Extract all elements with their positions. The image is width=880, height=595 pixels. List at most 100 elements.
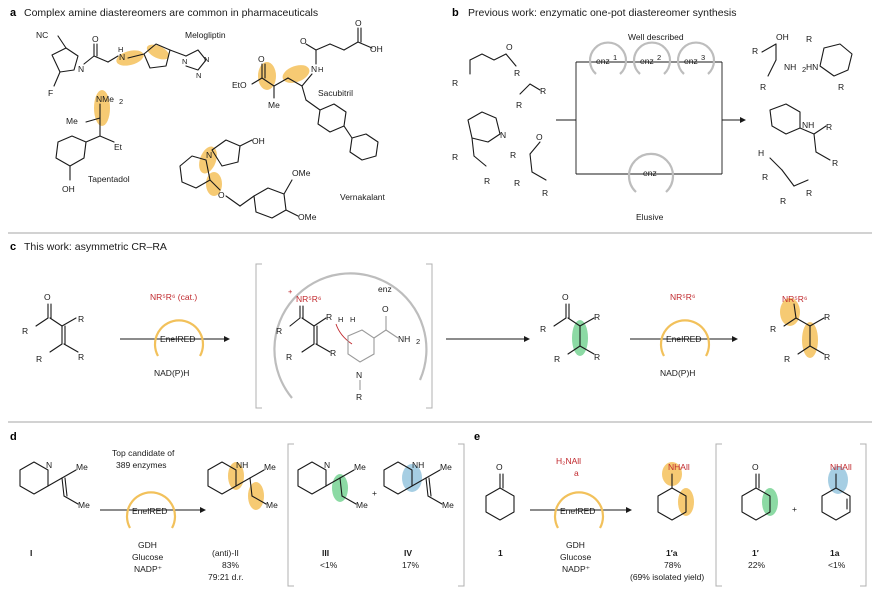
e-bracket-right: [860, 443, 867, 587]
b-arrowhead: [740, 117, 746, 123]
panel-d: d N Me Me I Top candidate of 389 enzymes…: [10, 431, 465, 587]
d-III-label: III: [322, 548, 329, 558]
ethoxy-label: EtO: [232, 80, 247, 90]
c-amide-nh2: NH: [398, 334, 410, 344]
e-amine: H₂NAll: [556, 456, 581, 466]
c-sub-r4: R: [36, 354, 42, 364]
amide-n-label: N: [311, 64, 317, 74]
c-sub-r3: R: [78, 352, 84, 362]
c-amide-nh2-sub: 2: [416, 337, 420, 346]
c-intermediate: enz + NR⁵R⁶ R R R R H H O NH: [273, 272, 428, 402]
d-II-me2: Me: [266, 500, 278, 510]
d-eneired[interactable]: EneIRED: [125, 491, 177, 529]
d-III-ring: [297, 461, 327, 495]
phenol-oh-label: OH: [62, 184, 75, 194]
e-arrowhead: [626, 507, 632, 513]
bp-r6: R: [832, 158, 838, 168]
c-ketone-o: O: [562, 292, 569, 302]
e-cond-gdh: GDH: [566, 540, 585, 550]
e-compound-1: O 1: [485, 462, 515, 558]
bp-r9: R: [780, 196, 786, 206]
b-r7: R: [510, 150, 516, 160]
c-arrowhead-2: [524, 336, 530, 342]
bp-r3: R: [752, 46, 758, 56]
amide-h-label: H: [318, 65, 323, 74]
melogliptin-highlight-2: [146, 44, 170, 60]
d-III-me1: Me: [354, 462, 366, 472]
c-nicotinamide-r: R: [356, 392, 362, 402]
e-eneired-label: EneIRED: [560, 506, 595, 516]
d-II-yield: 83%: [222, 560, 239, 570]
b-r4: R: [516, 100, 522, 110]
d-II-dr: 79:21 d.r.: [208, 572, 243, 582]
c-nicotinamide-n: N: [356, 370, 362, 380]
d-I-label: I: [30, 548, 32, 558]
e-1a-note: (69% isolated yield): [630, 572, 704, 582]
enzyme-elusive[interactable]: enz: [627, 152, 675, 193]
bp-piperidine-1: [819, 43, 853, 77]
triazole-n2: N: [204, 55, 209, 64]
panel-b: b Previous work: enzymatic one-pot diast…: [452, 7, 853, 222]
ome-label-1: OMe: [292, 168, 311, 178]
panel-a-title: Complex amine diastereomers are common i…: [24, 7, 318, 19]
e-1-ring: [485, 487, 515, 521]
b-r1: R: [514, 68, 520, 78]
c-eneired-2[interactable]: EneIRED: [659, 319, 711, 357]
d-arrowhead: [200, 507, 206, 513]
bp-h2n: H: [758, 148, 764, 158]
b-r5: R: [452, 152, 458, 162]
well-described-label: Well described: [628, 32, 684, 42]
bp-hn: HN: [806, 62, 818, 72]
bp-nh: NH: [802, 120, 814, 130]
c-bracket-right: [426, 263, 433, 409]
melogliptin-structure: NC F N O H N N N N Melogliptin: [36, 30, 226, 98]
panel-a: a Complex amine diastereomers are common…: [10, 7, 386, 222]
enz3-label: enz: [684, 56, 698, 66]
d-I-me2: Me: [78, 500, 90, 510]
bp-r8: R: [806, 188, 812, 198]
tapentadol-me-label: Me: [66, 116, 78, 126]
sacubitril-structure: EtO O Me N H O O OH: [232, 18, 383, 161]
d-compound-I: N Me Me I: [19, 460, 90, 558]
enz1-sup: 1: [613, 53, 617, 62]
h-label: H: [118, 45, 123, 54]
e-1a-blue-highlight: [828, 466, 848, 494]
biphenyl-ring-1: [317, 103, 347, 133]
c-cofactor-2: NAD(P)H: [660, 368, 695, 378]
d-bracket-right: [458, 443, 465, 587]
tapentadol-structure: NMe 2 Me Et OH Tapentadol: [55, 90, 130, 194]
c-eneired-2-label: EneIRED: [666, 334, 701, 344]
ester-o-label: O: [258, 54, 265, 64]
c-saturated-ketone: O R R R R: [540, 292, 600, 364]
b-r6: R: [484, 176, 490, 186]
c-nicotinamide-ring: [347, 329, 375, 363]
c-eneired-1[interactable]: EneIRED: [153, 319, 205, 357]
bp-r2: R: [806, 34, 812, 44]
b-r2: R: [452, 78, 458, 88]
triazole-ring: [185, 49, 207, 71]
e-eneired[interactable]: EneIRED: [553, 491, 605, 529]
c-substrate: O R R R R: [22, 292, 84, 364]
d-III-n: N: [324, 460, 330, 470]
pyrrolidine-ring: [51, 47, 79, 73]
vernakalant-highlight-1: [199, 146, 217, 174]
bp-piperidine-2: [769, 103, 801, 135]
vernakalant-structure: OH N O OMe OMe Vernakalant: [179, 136, 386, 222]
cyclopentane-ring: [143, 43, 171, 69]
c-amine: NR⁵R⁶: [670, 292, 695, 302]
enzyme-enz2[interactable]: enz 2: [632, 41, 672, 75]
b-enone-o: O: [536, 132, 543, 142]
tapentadol-label: Tapentadol: [88, 174, 130, 184]
enzyme-enz1[interactable]: enz 1: [588, 41, 628, 75]
enzyme-enz3[interactable]: enz 3: [676, 41, 716, 75]
c-sub-r2: R: [78, 314, 84, 324]
c-arrowhead-1: [224, 336, 230, 342]
c-iminium: NR⁵R⁶: [296, 294, 321, 304]
d-cond-glucose: Glucose: [132, 552, 163, 562]
triazole-n1: N: [182, 57, 187, 66]
c-int-r3: R: [330, 348, 336, 358]
e-1a-unsat-ring: [821, 487, 851, 521]
enz3-sup: 3: [701, 53, 705, 62]
b-r9: R: [514, 178, 520, 188]
